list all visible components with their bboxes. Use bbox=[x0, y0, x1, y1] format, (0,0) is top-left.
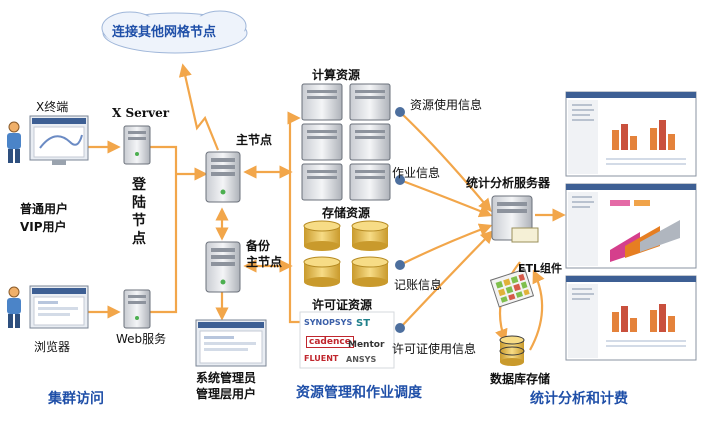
vendor-logo-synopsys: SYNOPSYS bbox=[304, 318, 353, 327]
user-types-label: 普通用户 VIP用户 bbox=[20, 202, 69, 234]
x-terminal-label: X终端 bbox=[36, 100, 69, 114]
job-info-label: 作业信息 bbox=[392, 166, 441, 180]
analysis-server-icon bbox=[491, 195, 539, 243]
storage-disks bbox=[303, 220, 389, 287]
cloud-shape bbox=[101, 10, 248, 54]
compute-servers bbox=[301, 83, 391, 201]
login-node-label: 登陆节点 bbox=[132, 177, 146, 247]
browser-screen bbox=[29, 285, 89, 329]
etl-component-icon bbox=[489, 268, 535, 308]
backup-node-icon bbox=[205, 241, 241, 293]
resource-usage-label: 资源使用信息 bbox=[410, 98, 483, 112]
caption-stats-billing: 统计分析和计费 bbox=[530, 391, 628, 407]
x-server-icon bbox=[123, 125, 151, 165]
analysis-server-label: 统计分析服务器 bbox=[466, 176, 551, 190]
license-usage-label: 许可证使用信息 bbox=[392, 342, 477, 356]
cloud-label: 连接其他网格节点 bbox=[112, 25, 217, 40]
info-dots bbox=[395, 107, 405, 333]
storage-resource-label: 存储资源 bbox=[322, 206, 371, 220]
report-screen-1 bbox=[565, 91, 697, 177]
report-screen-3 bbox=[565, 275, 697, 361]
caption-cluster-access: 集群访问 bbox=[48, 391, 104, 407]
master-node-icon bbox=[205, 151, 241, 203]
browser-label: 浏览器 bbox=[34, 340, 71, 354]
backup-node-label: 备份 主节点 bbox=[246, 239, 283, 269]
admin-console-screen bbox=[195, 319, 267, 367]
x-server-label: X Server bbox=[112, 106, 170, 120]
person-icon-browser bbox=[7, 286, 21, 328]
compute-resource-label: 计算资源 bbox=[312, 68, 361, 82]
database-label: 数据库存储 bbox=[490, 372, 551, 386]
vendor-logo-fluent: FLUENT bbox=[304, 354, 339, 363]
master-node-label: 主节点 bbox=[236, 133, 273, 147]
admin-label: 系统管理员 管理层用户 bbox=[196, 371, 257, 401]
database-icon bbox=[499, 335, 525, 366]
etl-label: ETL组件 bbox=[518, 262, 563, 275]
vendor-logo-st: ST bbox=[356, 318, 371, 329]
vendor-logo-ansys: ANSYS bbox=[346, 355, 377, 364]
person-icon-x-terminal bbox=[7, 121, 21, 163]
x-terminal-screen bbox=[29, 115, 89, 165]
vendor-logo-cadence: cadence bbox=[306, 336, 354, 348]
web-service-label: Web服务 bbox=[116, 332, 167, 346]
license-resource-label: 许可证资源 bbox=[312, 298, 373, 312]
accounting-info-label: 记账信息 bbox=[394, 278, 443, 292]
caption-resource-mgmt: 资源管理和作业调度 bbox=[296, 385, 422, 401]
license-box bbox=[299, 311, 395, 369]
web-server-icon bbox=[123, 289, 151, 329]
report-screen-2 bbox=[565, 183, 697, 269]
vendor-logo-mentor: Mentor bbox=[348, 340, 385, 350]
